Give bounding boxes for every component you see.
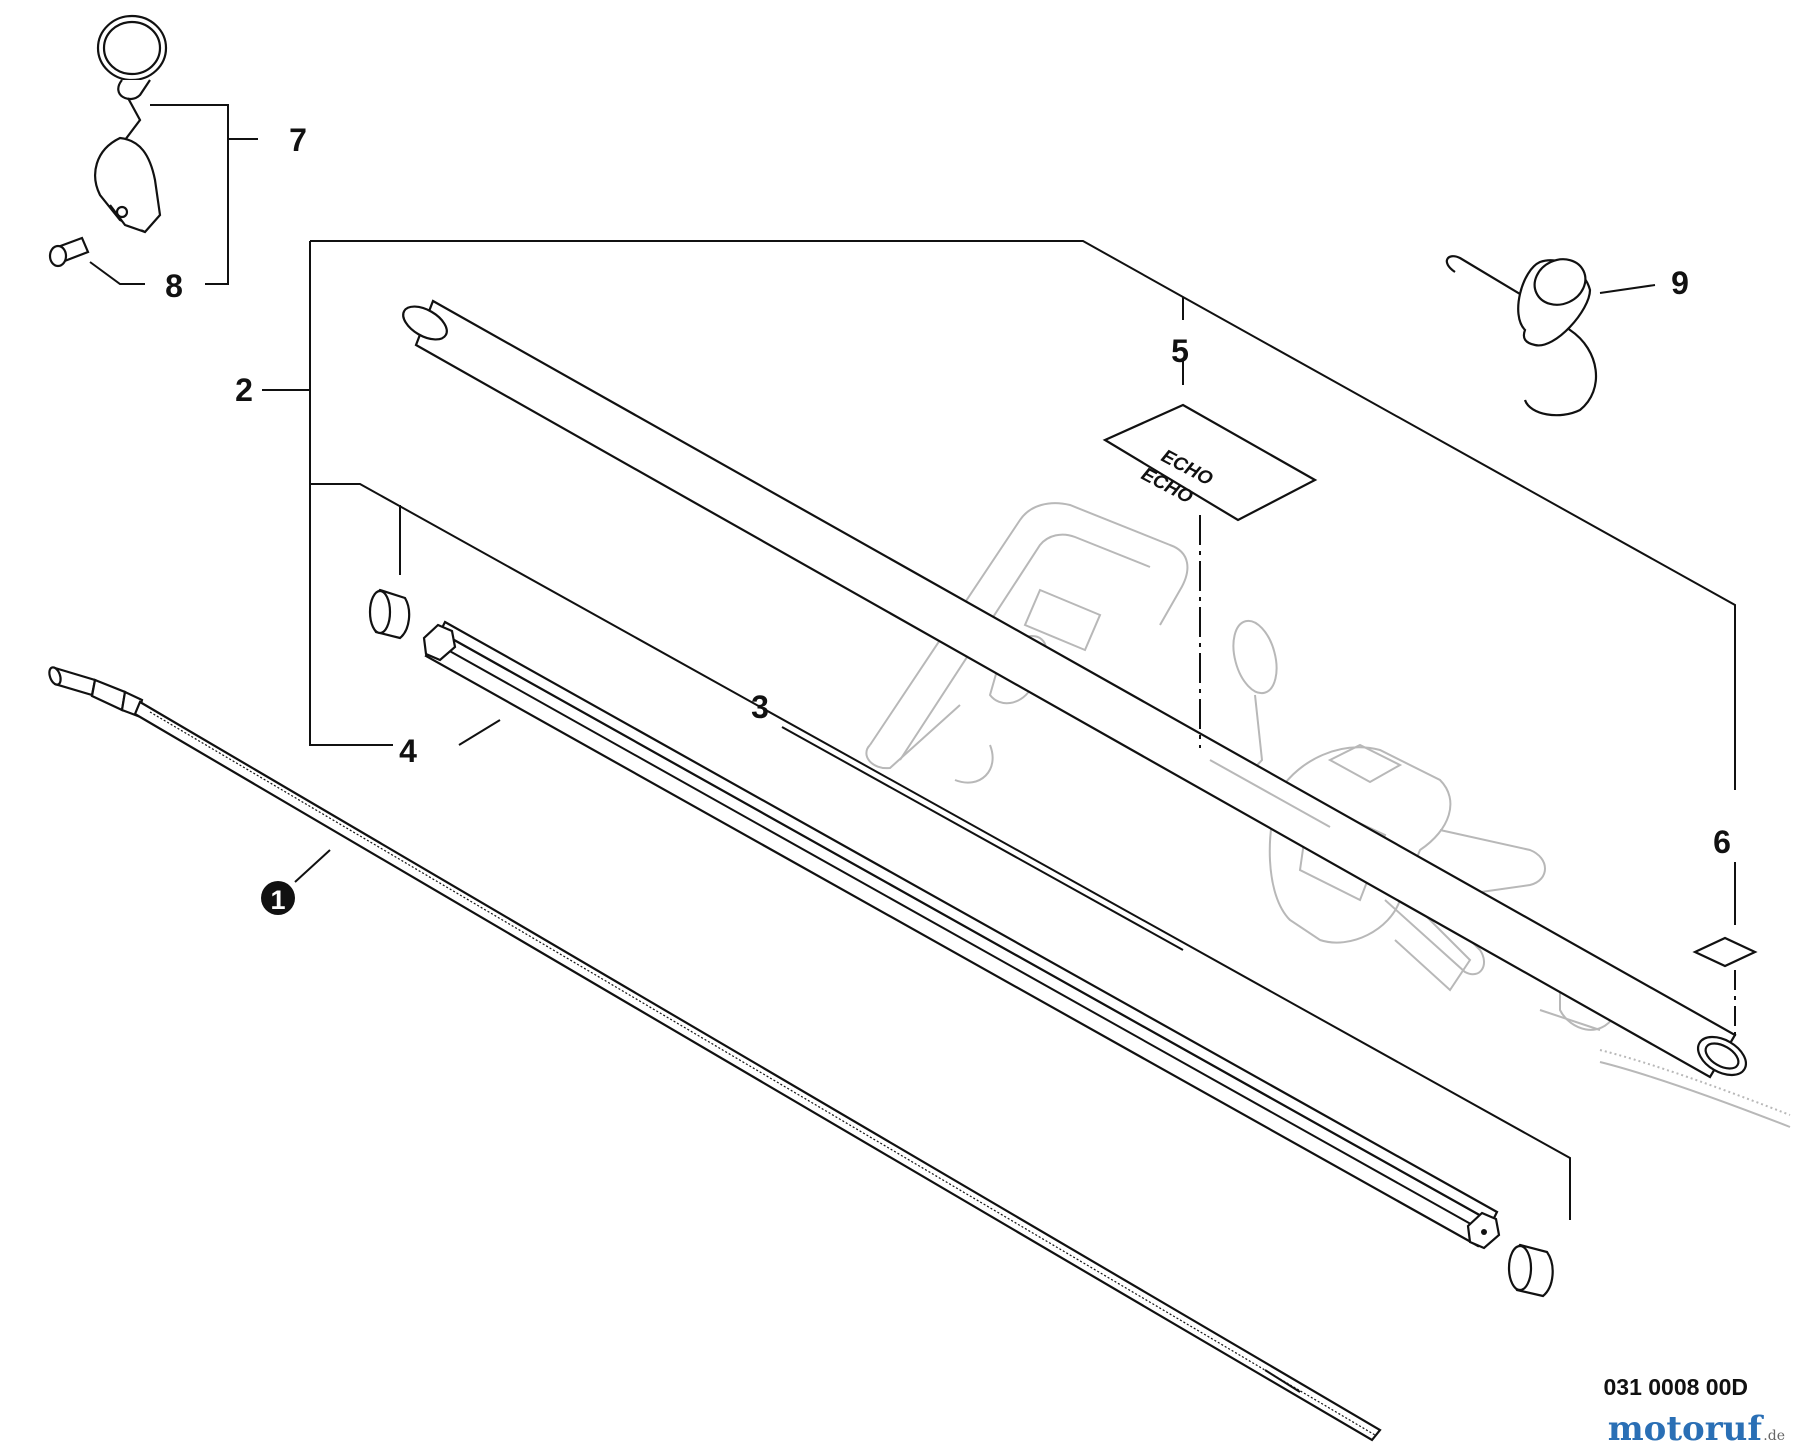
watermark: motoruf .de (1608, 1409, 1785, 1444)
shaft-tube (402, 299, 1747, 1079)
callout-9: 9 (1671, 265, 1689, 301)
small-label (1692, 936, 1758, 968)
callout-7: 7 (289, 122, 307, 158)
drive-cable (48, 666, 1382, 1442)
leader-lines (89, 104, 1736, 1220)
diagram-code: 031 0008 00D (1603, 1374, 1748, 1400)
callout-6: 6 (1713, 824, 1731, 860)
hook-hanger (1445, 255, 1598, 417)
hanger-clamp (94, 14, 168, 234)
watermark-name: motoruf (1608, 1409, 1765, 1444)
bolt (48, 236, 90, 268)
callout-5: 5 (1171, 333, 1189, 369)
watermark-suffix: .de (1763, 1428, 1785, 1444)
shaft-liner (422, 620, 1501, 1250)
callout-8: 8 (165, 268, 183, 304)
bushing-top (368, 588, 411, 640)
callout-3: 3 (751, 689, 769, 725)
callouts: 1 2 3 4 5 6 7 8 9 (165, 122, 1731, 915)
echo-decal: ECHO ECHO (1102, 403, 1318, 522)
callout-1: 1 (270, 885, 285, 915)
callout-2: 2 (235, 372, 253, 408)
callout-1-badge (261, 881, 295, 915)
bushing-bottom (1507, 1243, 1554, 1298)
callout-4: 4 (399, 733, 417, 769)
